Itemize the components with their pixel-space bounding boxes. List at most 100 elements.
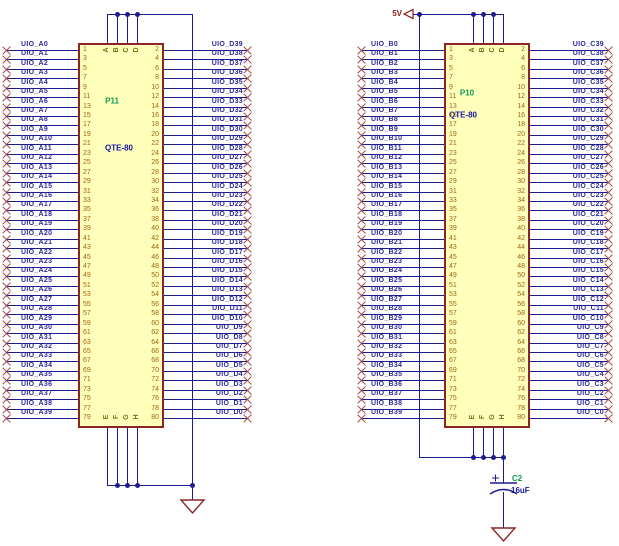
net-label[interactable]: UIO_A2 <box>21 60 49 67</box>
net-label[interactable]: UIO_C33 <box>572 98 604 105</box>
net-label[interactable]: UIO_C1 <box>576 400 604 407</box>
net-label[interactable]: UIO_C7 <box>576 343 604 350</box>
net-label[interactable]: UIO_A3 <box>21 69 49 76</box>
net-label[interactable]: UIO_B15 <box>371 183 403 190</box>
net-label[interactable]: UIO_C22 <box>572 201 604 208</box>
net-label[interactable]: UIO_A37 <box>21 390 53 397</box>
net-label[interactable]: UIO_B32 <box>371 343 403 350</box>
net-label[interactable]: UIO_D33 <box>211 98 243 105</box>
net-label[interactable]: UIO_A14 <box>21 173 53 180</box>
net-label[interactable]: UIO_A5 <box>21 88 49 95</box>
net-label[interactable]: UIO_D39 <box>211 41 243 48</box>
net-label[interactable]: UIO_A7 <box>21 107 49 114</box>
net-label[interactable]: UIO_B25 <box>371 277 403 284</box>
net-label[interactable]: UIO_C13 <box>572 286 604 293</box>
net-label[interactable]: UIO_A32 <box>21 343 53 350</box>
net-label[interactable]: UIO_B13 <box>371 164 403 171</box>
net-label[interactable]: UIO_A19 <box>21 220 53 227</box>
net-label[interactable]: UIO_D2 <box>215 390 243 397</box>
net-label[interactable]: UIO_B1 <box>371 50 399 57</box>
net-label[interactable]: UIO_C36 <box>572 69 604 76</box>
net-label[interactable]: UIO_C14 <box>572 277 604 284</box>
net-label[interactable]: UIO_C32 <box>572 107 604 114</box>
net-label[interactable]: UIO_A27 <box>21 296 53 303</box>
net-label[interactable]: UIO_A35 <box>21 371 53 378</box>
net-label[interactable]: UIO_A20 <box>21 230 53 237</box>
net-label[interactable]: UIO_D26 <box>211 164 243 171</box>
net-label[interactable]: UIO_A0 <box>21 41 49 48</box>
net-label[interactable]: UIO_D6 <box>215 352 243 359</box>
net-label[interactable]: UIO_D22 <box>211 201 243 208</box>
net-label[interactable]: UIO_B22 <box>371 249 403 256</box>
net-label[interactable]: UIO_D12 <box>211 296 243 303</box>
net-label[interactable]: UIO_C8 <box>576 334 604 341</box>
net-label[interactable]: UIO_A36 <box>21 381 53 388</box>
ground-symbol[interactable] <box>179 485 206 515</box>
connector-body-p11[interactable] <box>78 43 164 428</box>
net-label[interactable]: UIO_C18 <box>572 239 604 246</box>
net-label[interactable]: UIO_D10 <box>211 315 243 322</box>
net-label[interactable]: UIO_B9 <box>371 126 399 133</box>
net-label[interactable]: UIO_D9 <box>215 324 243 331</box>
net-label[interactable]: UIO_C31 <box>572 116 604 123</box>
net-label[interactable]: UIO_B38 <box>371 400 403 407</box>
net-label[interactable]: UIO_C39 <box>572 41 604 48</box>
capacitor-designator[interactable]: C2 <box>512 474 523 483</box>
net-label[interactable]: UIO_A21 <box>21 239 53 246</box>
net-label[interactable]: UIO_B14 <box>371 173 403 180</box>
power-net-label[interactable]: 5V <box>392 9 402 18</box>
net-label[interactable]: UIO_D14 <box>211 277 243 284</box>
net-label[interactable]: UIO_D35 <box>211 79 243 86</box>
net-label[interactable]: UIO_D3 <box>215 381 243 388</box>
net-label[interactable]: UIO_C11 <box>573 305 604 312</box>
power-port-arrow-icon[interactable] <box>402 8 414 20</box>
net-label[interactable]: UIO_D36 <box>211 69 243 76</box>
net-label[interactable]: UIO_D25 <box>211 173 243 180</box>
net-label[interactable]: UIO_C21 <box>572 211 604 218</box>
net-label[interactable]: UIO_D8 <box>215 334 243 341</box>
net-label[interactable]: UIO_B18 <box>371 211 403 218</box>
net-label[interactable]: UIO_D16 <box>211 258 243 265</box>
net-label[interactable]: UIO_B20 <box>371 230 403 237</box>
net-label[interactable]: UIO_B37 <box>371 390 403 397</box>
connector-designator[interactable]: P10 <box>459 88 475 98</box>
net-label[interactable]: UIO_C28 <box>572 145 604 152</box>
net-label[interactable]: UIO_A18 <box>21 211 53 218</box>
net-label[interactable]: UIO_A23 <box>21 258 53 265</box>
net-label[interactable]: UIO_B23 <box>371 258 403 265</box>
net-label[interactable]: UIO_D34 <box>211 88 243 95</box>
net-label[interactable]: UIO_A38 <box>21 400 53 407</box>
net-label[interactable]: UIO_C34 <box>572 88 604 95</box>
net-label[interactable]: UIO_A11 <box>21 145 52 152</box>
net-label[interactable]: UIO_C25 <box>572 173 604 180</box>
ground-symbol[interactable] <box>490 527 517 543</box>
net-label[interactable]: UIO_D27 <box>211 154 243 161</box>
net-label[interactable]: UIO_D28 <box>211 145 243 152</box>
connector-body-p10[interactable] <box>444 43 530 428</box>
net-label[interactable]: UIO_C15 <box>572 267 604 274</box>
net-label[interactable]: UIO_D30 <box>211 126 243 133</box>
net-label[interactable]: UIO_C29 <box>572 135 604 142</box>
net-label[interactable]: UIO_A28 <box>21 305 53 312</box>
net-label[interactable]: UIO_C38 <box>572 50 604 57</box>
net-label[interactable]: UIO_A6 <box>21 98 49 105</box>
net-label[interactable]: UIO_D7 <box>215 343 243 350</box>
net-label[interactable]: UIO_D20 <box>211 220 243 227</box>
net-label[interactable]: UIO_A29 <box>21 315 53 322</box>
net-label[interactable]: UIO_B31 <box>371 334 403 341</box>
net-label[interactable]: UIO_B28 <box>371 305 403 312</box>
net-label[interactable]: UIO_C16 <box>572 258 604 265</box>
net-label[interactable]: UIO_B2 <box>371 60 399 67</box>
net-label[interactable]: UIO_C9 <box>576 324 604 331</box>
net-label[interactable]: UIO_C23 <box>572 192 604 199</box>
net-label[interactable]: UIO_D11 <box>212 305 243 312</box>
net-label[interactable]: UIO_B11 <box>371 145 402 152</box>
net-label[interactable]: UIO_C24 <box>572 183 604 190</box>
net-label[interactable]: UIO_D32 <box>211 107 243 114</box>
net-label[interactable]: UIO_C2 <box>576 390 604 397</box>
net-label[interactable]: UIO_A12 <box>21 154 53 161</box>
net-label[interactable]: UIO_A26 <box>21 286 53 293</box>
net-label[interactable]: UIO_C30 <box>572 126 604 133</box>
net-label[interactable]: UIO_D19 <box>211 230 243 237</box>
net-label[interactable]: UIO_A16 <box>21 192 53 199</box>
